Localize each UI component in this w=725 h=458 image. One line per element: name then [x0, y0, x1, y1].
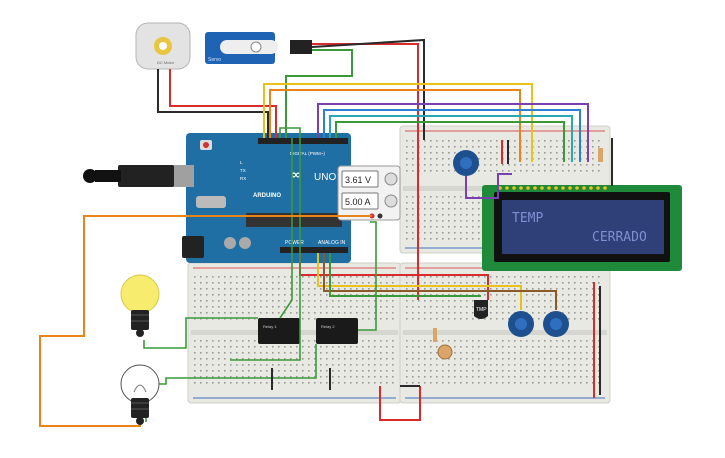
voltage-readout: 3.61 V: [345, 175, 371, 185]
current-knob[interactable]: [384, 194, 398, 208]
arduino-logo-icon: ∞: [291, 166, 301, 182]
potentiometer-1[interactable]: [508, 311, 534, 337]
usb-cable: [83, 165, 194, 187]
relay-2-label: Relay 2: [321, 324, 335, 329]
potentiometer-3[interactable]: [453, 150, 479, 176]
resistor-ldr[interactable]: [433, 328, 437, 342]
servo-label: Servo: [208, 57, 221, 63]
power-supply[interactable]: 3.61 V 5.00 A: [337, 165, 401, 221]
relay-2[interactable]: Relay 2: [316, 318, 358, 344]
arduino-uno-board[interactable]: ∞ ARDUINO UNO DIGITAL (PWM~) POWER ANALO…: [182, 133, 351, 263]
lcd-line-1: TEMP: [512, 211, 543, 226]
wires: [39, 38, 613, 427]
arduino-brand: ARDUINO: [253, 193, 281, 199]
sensor-label: TMP: [476, 307, 487, 313]
lcd-display[interactable]: TEMP CERRADO: [482, 185, 682, 271]
lcd-line-2: CERRADO: [592, 230, 647, 245]
light-bulb-off[interactable]: [120, 364, 160, 425]
analog-header-label: ANALOG IN: [318, 240, 346, 246]
potentiometer-2[interactable]: [543, 311, 569, 337]
voltage-knob[interactable]: [384, 172, 398, 186]
servo-motor[interactable]: Servo: [205, 32, 312, 64]
current-readout: 5.00 A: [345, 197, 371, 207]
photoresistor[interactable]: [437, 344, 453, 360]
relay-1[interactable]: Relay 1: [258, 318, 300, 344]
arduino-model: UNO: [314, 172, 336, 183]
rx-label: RX: [240, 176, 246, 181]
dc-jack: [182, 236, 204, 258]
dc-motor[interactable]: DC Motor: [135, 22, 191, 70]
relay-1-label: Relay 1: [263, 324, 277, 329]
temperature-sensor[interactable]: TMP: [474, 300, 488, 319]
breadboard-bottom-right[interactable]: [399, 262, 611, 404]
power-header-label: POWER: [285, 240, 304, 246]
l-label: L: [240, 160, 243, 165]
tx-label: TX: [240, 168, 246, 173]
light-bulb-on[interactable]: [120, 274, 160, 337]
resistor-top[interactable]: [598, 148, 603, 162]
motor-label: DC Motor: [157, 60, 175, 65]
digital-header-label: DIGITAL (PWM~): [290, 151, 325, 156]
